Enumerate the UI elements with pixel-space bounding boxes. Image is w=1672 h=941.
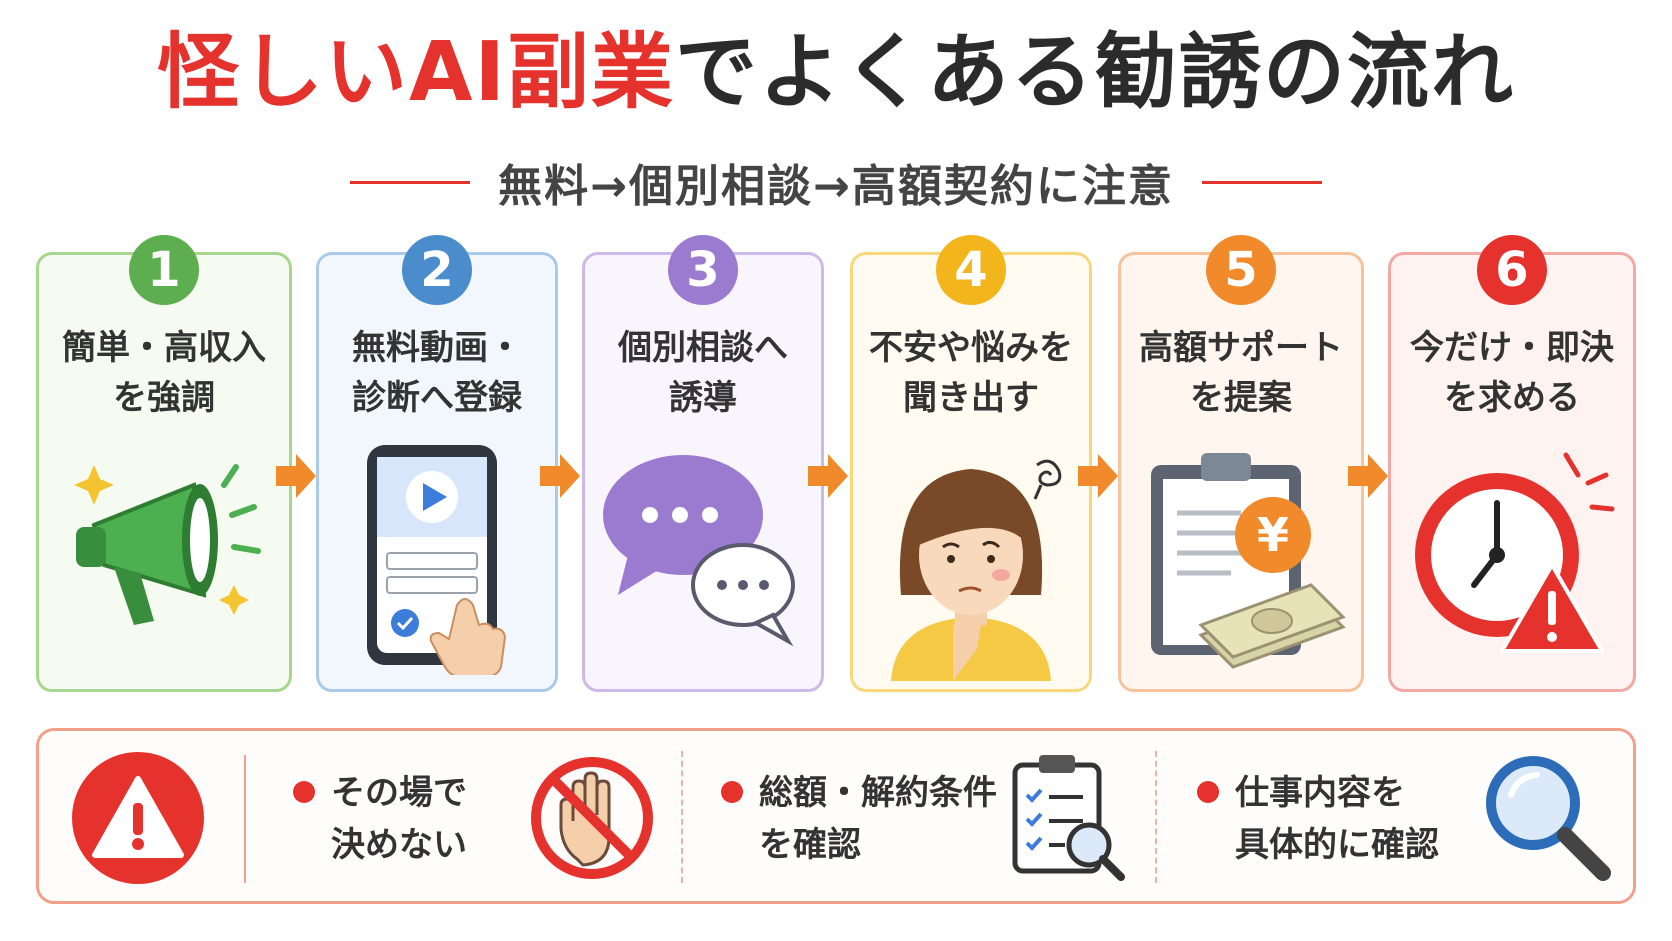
arrow-icon-3 bbox=[808, 454, 848, 498]
bullet-icon bbox=[721, 781, 743, 803]
panel-divider bbox=[244, 755, 246, 883]
svg-text:¥: ¥ bbox=[1257, 508, 1289, 562]
step-card-3: 3 個別相談へ誘導 bbox=[582, 235, 824, 692]
arrow-icon-4 bbox=[1078, 454, 1118, 498]
worried-woman-icon bbox=[891, 459, 1062, 681]
step-number-4: 4 bbox=[936, 235, 1006, 305]
bullet-icon bbox=[293, 781, 315, 803]
step-label-2: 無料動画・診断へ登録 bbox=[352, 328, 522, 418]
subtitle: 無料→個別相談→高額契約に注意 bbox=[498, 161, 1174, 212]
bullet-icon bbox=[1197, 781, 1219, 803]
clock-warning-icon bbox=[1415, 452, 1615, 653]
chat-bubbles-icon bbox=[603, 455, 795, 647]
tip-1: その場で決めない bbox=[293, 767, 467, 871]
arrow-icon-1 bbox=[276, 454, 316, 498]
magnifier-icon bbox=[1486, 756, 1611, 881]
arrow-icon-5 bbox=[1348, 454, 1388, 498]
warning-icon bbox=[72, 752, 204, 884]
step-card-5: 5 高額サポートを提案 ¥ bbox=[1118, 235, 1364, 692]
title-highlight: 怪しいAI副業 bbox=[157, 25, 675, 120]
stop-hand-icon bbox=[531, 757, 653, 879]
checklist-magnifier-icon bbox=[1012, 755, 1125, 881]
subtitle-rule-left bbox=[350, 180, 471, 184]
step-label-5: 高額サポートを提案 bbox=[1139, 328, 1343, 418]
step-card-4: 4 不安や悩みを聞き出す bbox=[850, 235, 1092, 692]
step-label-6: 今だけ・即決を求める bbox=[1410, 328, 1614, 418]
title-rest: でよくある勧誘の流れ bbox=[674, 25, 1515, 120]
step-number-5: 5 bbox=[1206, 235, 1276, 305]
smartphone-video-icon bbox=[367, 445, 507, 675]
step-number-1: 1 bbox=[129, 235, 199, 305]
step-card-1: 1 簡単・高収入を強調 bbox=[36, 235, 292, 692]
page-title: 怪しいAI副業でよくある勧誘の流れ bbox=[0, 32, 1672, 114]
tips-panel: その場で決めない 総額・解約条件を確認 仕事内容を具体的に確認 bbox=[36, 728, 1636, 904]
step-number-2: 2 bbox=[402, 235, 472, 305]
tip-2: 総額・解約条件を確認 bbox=[721, 767, 997, 871]
megaphone-icon bbox=[74, 464, 261, 625]
step-label-4: 不安や悩みを聞き出す bbox=[869, 328, 1073, 418]
step-number-6: 6 bbox=[1477, 235, 1547, 305]
tip-separator-1 bbox=[681, 751, 683, 883]
tip-separator-2 bbox=[1155, 751, 1157, 883]
step-card-6: 6 今だけ・即決を求める bbox=[1388, 235, 1636, 692]
step-label-1: 簡単・高収入を強調 bbox=[62, 328, 266, 418]
step-card-2: 2 無料動画・診断へ登録 bbox=[316, 235, 558, 692]
subtitle-rule-right bbox=[1201, 180, 1322, 184]
contract-money-icon: ¥ bbox=[1151, 453, 1346, 669]
step-number-3: 3 bbox=[668, 235, 738, 305]
arrow-icon-2 bbox=[540, 454, 580, 498]
subtitle-row: 無料→個別相談→高額契約に注意 bbox=[0, 150, 1672, 214]
step-label-3: 個別相談へ誘導 bbox=[618, 328, 788, 418]
tip-3: 仕事内容を具体的に確認 bbox=[1197, 767, 1439, 871]
